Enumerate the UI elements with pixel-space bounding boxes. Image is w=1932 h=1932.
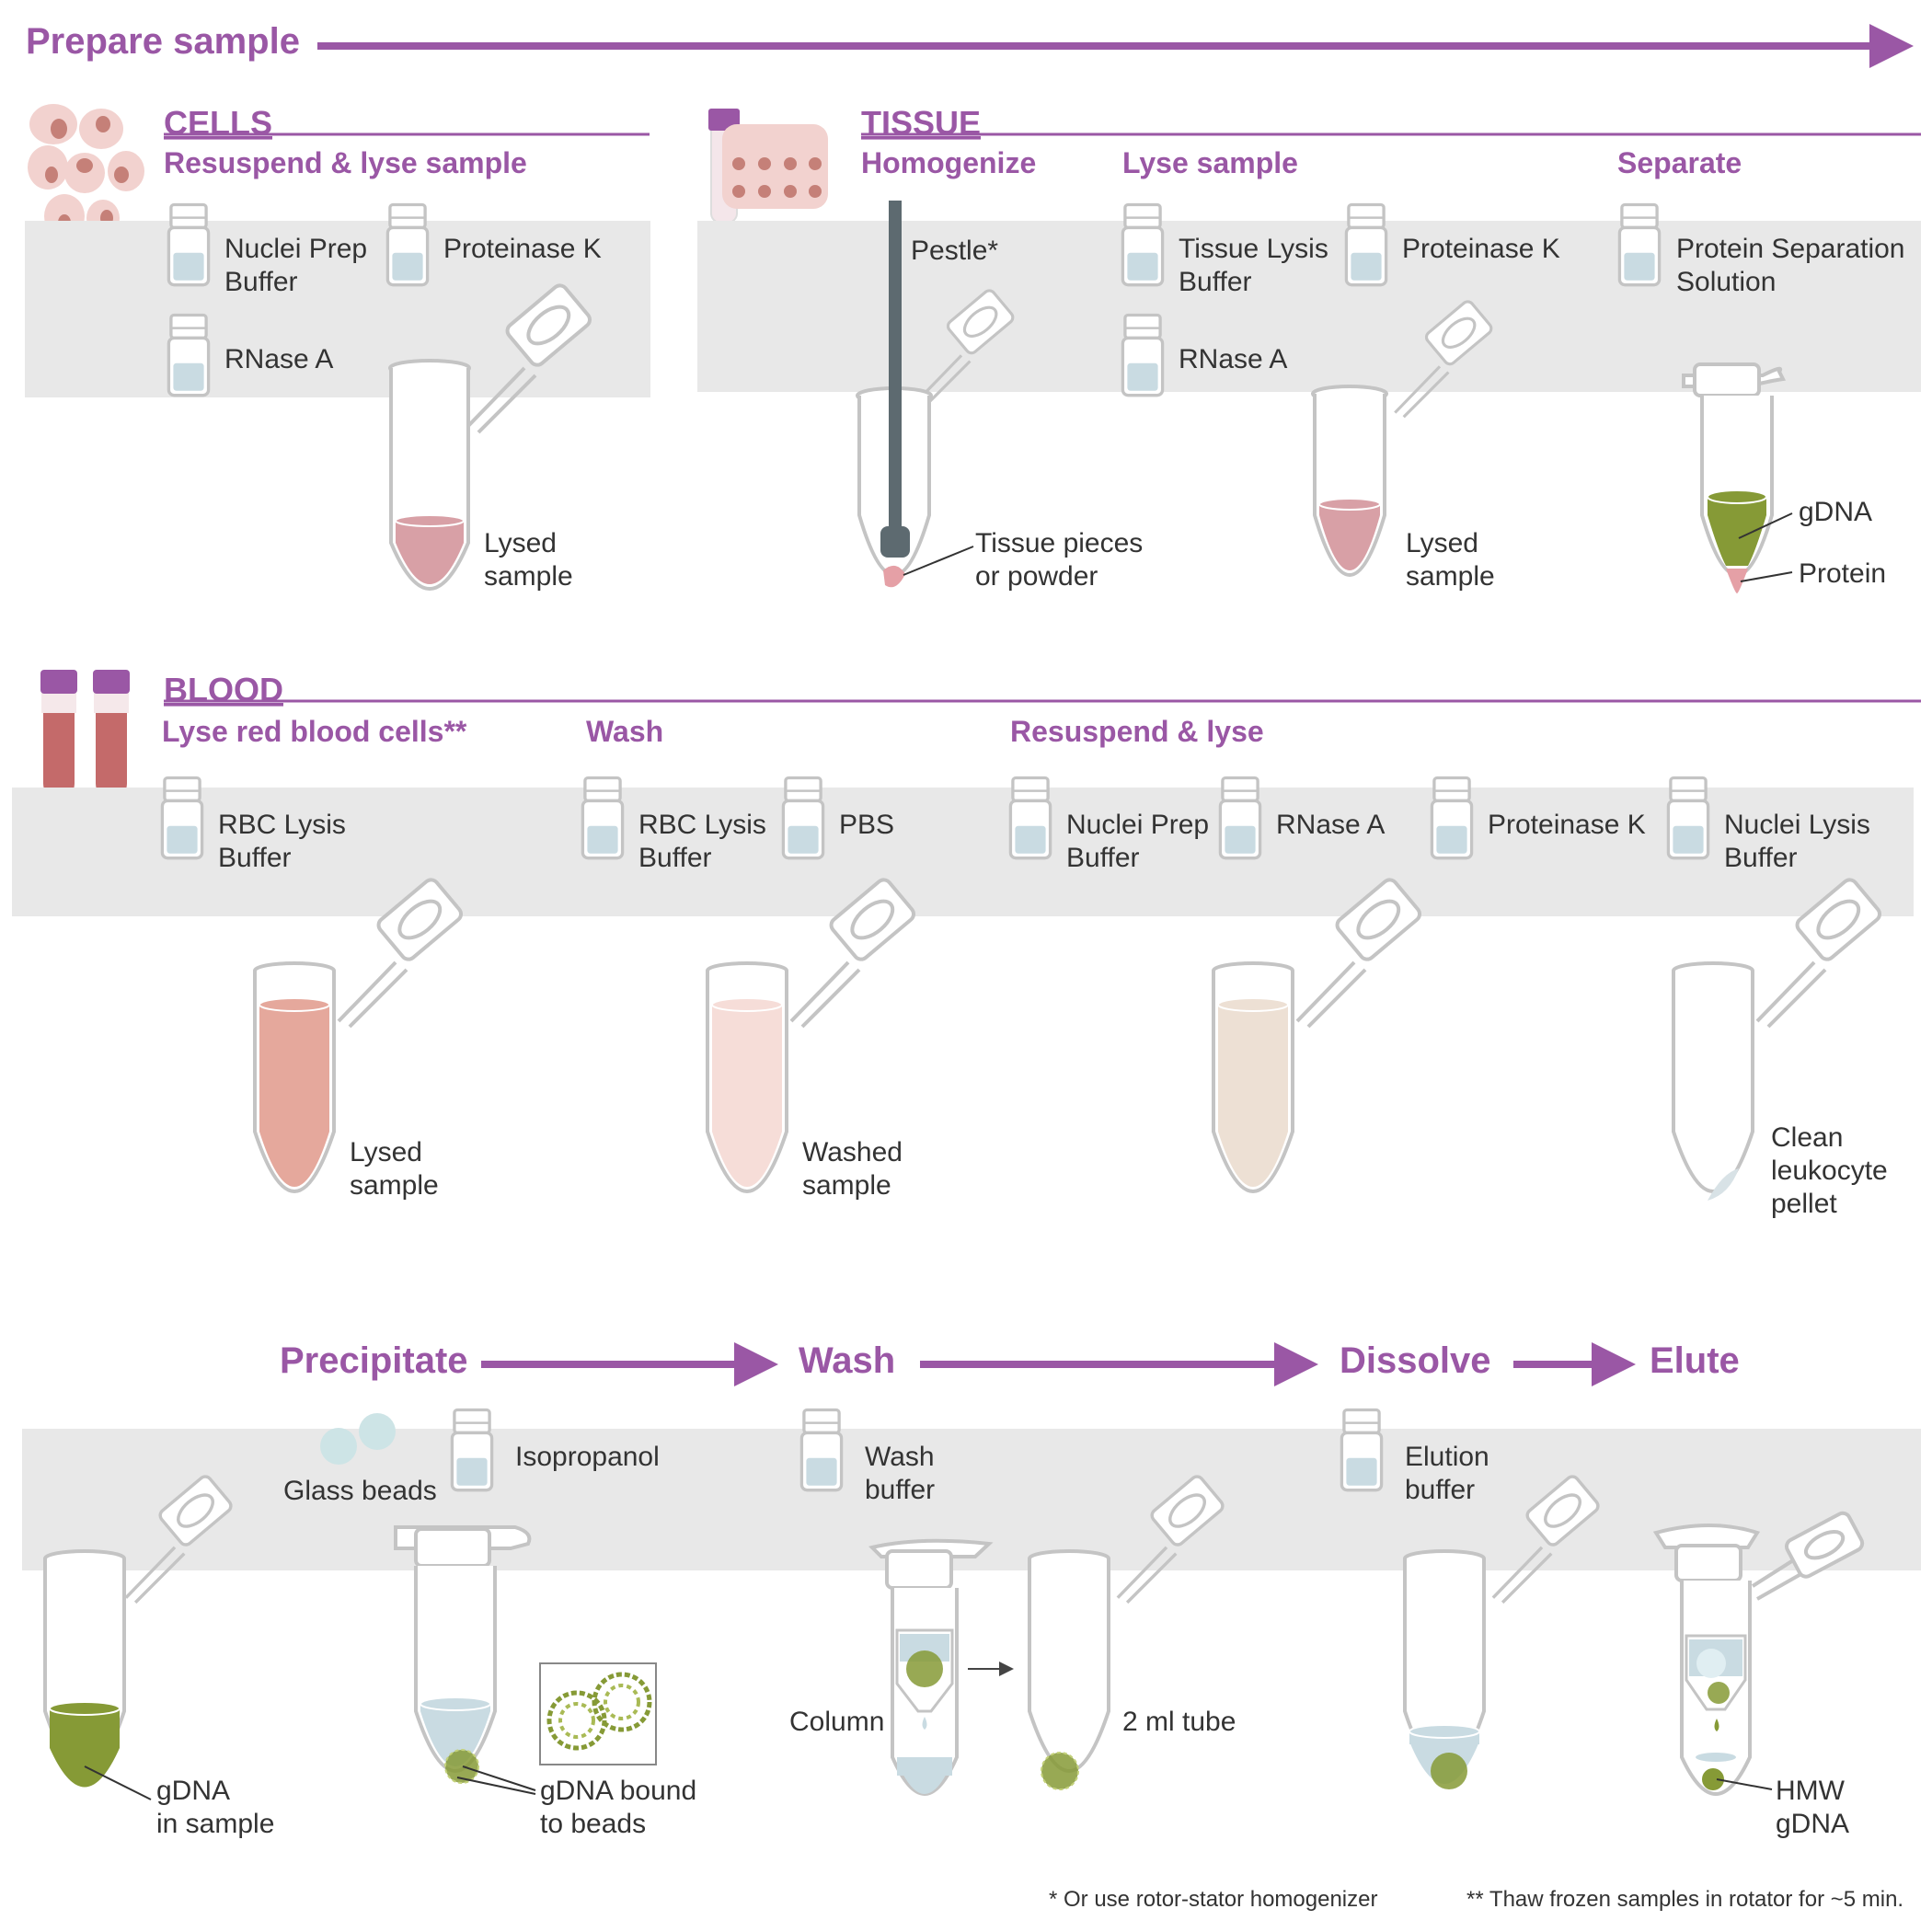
glass-beads-label: Glass beads <box>283 1476 437 1506</box>
svg-text:in sample: in sample <box>156 1809 274 1839</box>
step-precipitate: Precipitate <box>280 1340 468 1381</box>
blood-reagent-nuclei-prep: Nuclei Prep <box>1066 810 1209 840</box>
svg-text:sample: sample <box>1406 561 1495 592</box>
blood-reagent-rbc-lysis-1: RBC Lysis <box>218 810 346 840</box>
cells-icon <box>28 104 144 238</box>
tissue-pestle-tube <box>856 201 1017 588</box>
svg-text:buffer: buffer <box>1405 1475 1475 1505</box>
step-elute: Elute <box>1650 1340 1740 1381</box>
step-wash: Wash <box>799 1340 895 1381</box>
cells-reagent-nuclei-prep: Nuclei Prep <box>224 234 367 264</box>
beads-tube <box>394 1525 532 1784</box>
blood-reagent-rnase-a: RNase A <box>1276 810 1385 840</box>
svg-text:Buffer: Buffer <box>218 843 292 873</box>
hmw-gdna-label: HMW <box>1776 1776 1846 1806</box>
svg-text:or powder: or powder <box>975 561 1098 592</box>
tissue-lysed-tube <box>1311 297 1495 577</box>
tissue-icon <box>708 109 828 236</box>
blood-step-resuspend: Resuspend & lyse <box>1010 715 1264 748</box>
beads-inset <box>539 1662 657 1765</box>
footnote-homogenizer: * Or use rotor-stator homogenizer <box>1049 1887 1377 1912</box>
step-dissolve: Dissolve <box>1340 1340 1491 1381</box>
cells-step: Resuspend & lyse sample <box>164 146 527 179</box>
blood-lysed-label: Lysed <box>350 1137 422 1167</box>
glass-beads-icon <box>320 1413 396 1465</box>
tissue-step-lyse: Lyse sample <box>1122 146 1298 179</box>
dissolve-tube <box>1403 1472 1603 1789</box>
blood-reagent-pbs: PBS <box>839 810 894 840</box>
tissue-pieces-label: Tissue pieces <box>975 528 1143 558</box>
pestle-label: Pestle* <box>911 236 998 266</box>
svg-text:pellet: pellet <box>1771 1189 1837 1219</box>
blood-icon <box>40 670 130 799</box>
tissue-separated-tube <box>1682 362 1787 593</box>
blood-reagent-nuclei-lysis: Nuclei Lysis <box>1724 810 1870 840</box>
2ml-tube <box>1028 1472 1227 1790</box>
tissue-reagent-proteinase-k: Proteinase K <box>1402 234 1560 264</box>
gdna-sample-tube <box>43 1472 236 1788</box>
tissue-reagent-protein-separation: Protein Separation <box>1676 234 1905 264</box>
clean-pellet-label: Clean <box>1771 1122 1843 1153</box>
cells-lysed-label: Lysed <box>484 528 557 558</box>
column-label: Column <box>789 1707 884 1737</box>
blood-band <box>12 788 1914 916</box>
elution-buffer-label: Elution <box>1405 1442 1489 1472</box>
prepare-sample-title: Prepare sample <box>26 21 300 62</box>
svg-text:buffer: buffer <box>865 1475 935 1505</box>
cells-title: CELLS <box>164 104 272 142</box>
column-tube <box>868 1538 994 1796</box>
svg-text:gDNA: gDNA <box>1776 1809 1849 1839</box>
cells-lysed-tube <box>388 281 595 591</box>
blood-lysed-tube <box>253 875 466 1193</box>
tissue-step-homogenize: Homogenize <box>861 146 1036 179</box>
tissue-lysed-label: Lysed <box>1406 528 1478 558</box>
blood-washed-label: Washed <box>802 1137 903 1167</box>
svg-text:sample: sample <box>484 561 573 592</box>
isopropanol-label: Isopropanol <box>515 1442 660 1472</box>
svg-text:sample: sample <box>350 1170 439 1201</box>
tissue-reagent-tissue-lysis: Tissue Lysis <box>1179 234 1328 264</box>
svg-text:to beads: to beads <box>540 1809 646 1839</box>
blood-title: BLOOD <box>164 671 283 708</box>
elute-tube <box>1652 1511 1865 1796</box>
svg-text:Buffer: Buffer <box>224 267 298 297</box>
cells-reagent-rnase-a: RNase A <box>224 344 333 374</box>
blood-step-wash: Wash <box>586 715 663 748</box>
tissue-reagent-rnase-a: RNase A <box>1179 344 1287 374</box>
svg-text:Solution: Solution <box>1676 267 1776 297</box>
svg-text:Buffer: Buffer <box>1724 843 1798 873</box>
blood-reagent-rbc-lysis-2: RBC Lysis <box>638 810 766 840</box>
cells-reagent-proteinase-k: Proteinase K <box>443 234 602 264</box>
2ml-tube-label: 2 ml tube <box>1122 1707 1236 1737</box>
wash-buffer-label: Wash <box>865 1442 935 1472</box>
gdna-in-sample-label: gDNA <box>156 1776 230 1806</box>
blood-pellet-tube <box>1672 875 1885 1201</box>
blood-washed-tube <box>706 875 919 1193</box>
gdna-label: gDNA <box>1799 497 1872 527</box>
svg-text:Buffer: Buffer <box>1179 267 1252 297</box>
protein-label: Protein <box>1799 558 1886 589</box>
blood-resuspended-tube <box>1212 875 1425 1193</box>
blood-reagent-proteinase-k: Proteinase K <box>1488 810 1646 840</box>
tissue-title: TISSUE <box>861 104 981 142</box>
svg-text:sample: sample <box>802 1170 891 1201</box>
blood-step-lyse-rbc: Lyse red blood cells** <box>162 715 467 748</box>
svg-text:Buffer: Buffer <box>1066 843 1140 873</box>
gdna-bound-label: gDNA bound <box>540 1776 696 1806</box>
svg-text:leukocyte: leukocyte <box>1771 1156 1888 1186</box>
svg-text:Buffer: Buffer <box>638 843 712 873</box>
footnote-thaw: ** Thaw frozen samples in rotator for ~5… <box>1466 1887 1903 1912</box>
tissue-step-separate: Separate <box>1617 146 1742 179</box>
